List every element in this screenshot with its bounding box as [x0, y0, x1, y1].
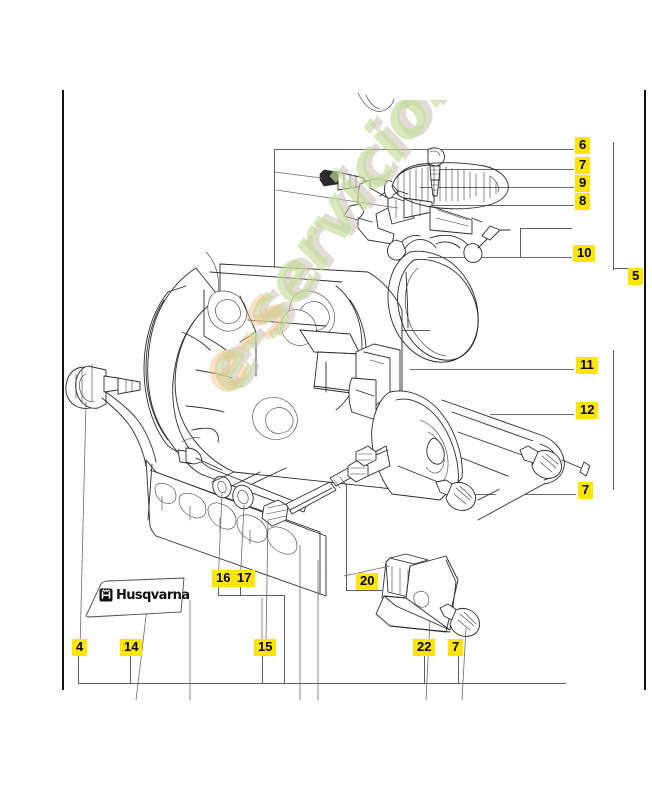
group20-box-left [346, 455, 347, 590]
callout-14[interactable]: 14 [120, 639, 143, 656]
callout-22[interactable]: 22 [413, 639, 436, 656]
bracket-bottom-left-stem-4 [78, 655, 79, 684]
bracket-bottom-stem-7 [458, 655, 459, 684]
screw-right-lower-art [520, 446, 590, 478]
group10-box-left [520, 228, 572, 229]
callout-10[interactable]: 10 [573, 245, 596, 262]
leader-9 [420, 187, 574, 188]
frame-right-border [644, 90, 646, 690]
bracket-bottom-stem-15 [262, 655, 263, 684]
pin-art [320, 170, 408, 194]
callout-15[interactable]: 15 [254, 639, 277, 656]
callout-16[interactable]: 16 [212, 570, 235, 587]
screw-top-art [428, 148, 445, 204]
callout-11[interactable]: 11 [576, 357, 598, 374]
husqvarna-crown-h-icon [99, 588, 113, 602]
callout-17[interactable]: 17 [233, 570, 256, 587]
bracket-right-group5-stem [613, 268, 629, 269]
frame-left-border [62, 90, 64, 690]
brake-band-art [387, 226, 510, 362]
tensioner-screw-art [212, 446, 376, 526]
callout-7[interactable]: 7 [575, 157, 591, 174]
callout-5[interactable]: 5 [628, 268, 644, 285]
leader-12 [490, 414, 574, 415]
husqvarna-wordmark: Husqvarna [116, 588, 190, 603]
callout-8[interactable]: 8 [575, 193, 591, 210]
washers-art [210, 474, 256, 512]
chain-catcher-art [376, 556, 458, 632]
bracket-bottom-left-stem-14 [130, 655, 131, 684]
group10-box-top [520, 228, 521, 258]
callout-7[interactable]: 7 [448, 639, 464, 656]
leader-10 [428, 257, 572, 258]
bracket-bottom-stem-22 [424, 655, 425, 684]
tensioner-knob-art [66, 364, 156, 466]
callout-7[interactable]: 7 [578, 482, 594, 499]
leader-6 [344, 149, 574, 150]
leader-7a [436, 169, 574, 170]
callout-4[interactable]: 4 [72, 639, 88, 656]
husqvarna-decal-plate [85, 577, 185, 618]
brake-lever-link-art [430, 206, 482, 234]
callout-12[interactable]: 12 [576, 402, 599, 419]
callout-20[interactable]: 20 [356, 573, 379, 590]
bracket-right-outer-vertical [613, 350, 614, 490]
bracket-bottom-left-horizontal [78, 683, 566, 684]
callout-9[interactable]: 9 [575, 175, 591, 192]
leader-11 [410, 369, 574, 370]
bracket-1617-horizontal [218, 595, 284, 596]
bracket-16-stem [218, 585, 219, 596]
group20-box-bottom [346, 590, 382, 591]
brake-spring-art [385, 163, 509, 209]
screw-bottom-art [440, 604, 480, 636]
bracket-1617-down [284, 595, 285, 683]
screw-mid-lower-art [436, 480, 476, 510]
group6-box-top [274, 149, 344, 150]
clutch-cover-housing-art [144, 252, 402, 596]
bracket-17-stem [240, 585, 241, 596]
callout-6[interactable]: 6 [575, 137, 591, 154]
bracket-right-group5-vertical [613, 142, 614, 270]
